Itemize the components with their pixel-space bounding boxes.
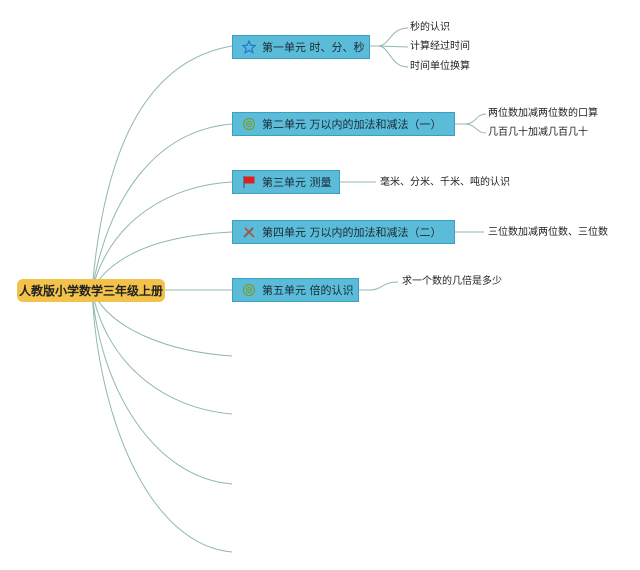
tools-icon: [241, 224, 257, 240]
unit-1-topic-2: 计算经过时间: [410, 41, 470, 52]
edge-root-unit2: [91, 123, 233, 291]
edge-root-empty4: [91, 289, 233, 553]
unit-2-topic-1: 两位数加减两位数的口算: [488, 108, 598, 119]
unit-4-topic-1: 三位数加减两位数、三位数: [488, 227, 608, 238]
unit-2-node[interactable]: 第二单元 万以内的加法和减法（一）: [232, 112, 455, 136]
edge-root-empty3: [91, 289, 233, 485]
edge-root-unit1: [91, 45, 233, 291]
unit-3-node[interactable]: 第三单元 测量: [232, 170, 340, 194]
unit-5-label: 第五单元 倍的认识: [262, 284, 354, 297]
edge-unit1-topic1: [370, 27, 409, 47]
target-icon: [241, 282, 257, 298]
unit-1-node[interactable]: 第一单元 时、分、秒: [232, 35, 370, 59]
star-icon: [241, 39, 257, 55]
edge-unit1-topic2: [377, 45, 409, 48]
root-label: 人教版小学数学三年级上册: [18, 284, 163, 298]
unit-3-label: 第三单元 测量: [262, 176, 332, 189]
unit-4-label: 第四单元 万以内的加法和减法（二）: [262, 226, 442, 239]
unit-3-topic-1: 毫米、分米、千米、吨的认识: [380, 177, 510, 188]
edge-unit2-topic1: [455, 113, 487, 125]
unit-2-label: 第二单元 万以内的加法和减法（一）: [262, 118, 442, 131]
unit-2-topic-2: 几百几十加减几百几十: [488, 127, 588, 138]
edge-unit5-topic1: [359, 281, 399, 291]
target-icon: [241, 116, 257, 132]
edge-unit2-topic2: [464, 123, 487, 134]
root-node[interactable]: 人教版小学数学三年级上册: [17, 279, 165, 302]
edge-unit1-topic3: [377, 45, 409, 68]
unit-1-topic-3: 时间单位换算: [410, 61, 470, 72]
red-flag-icon: [241, 174, 257, 190]
edge-root-empty1: [91, 289, 233, 357]
unit-1-topic-1: 秒的认识: [410, 22, 450, 33]
unit-1-label: 第一单元 时、分、秒: [262, 41, 365, 54]
edge-root-empty2: [91, 289, 233, 415]
unit-5-topic-1: 求一个数的几倍是多少: [402, 276, 502, 287]
edge-root-unit4: [91, 231, 233, 291]
edge-root-unit3: [91, 181, 233, 291]
unit-5-node[interactable]: 第五单元 倍的认识: [232, 278, 359, 302]
unit-4-node[interactable]: 第四单元 万以内的加法和减法（二）: [232, 220, 455, 244]
